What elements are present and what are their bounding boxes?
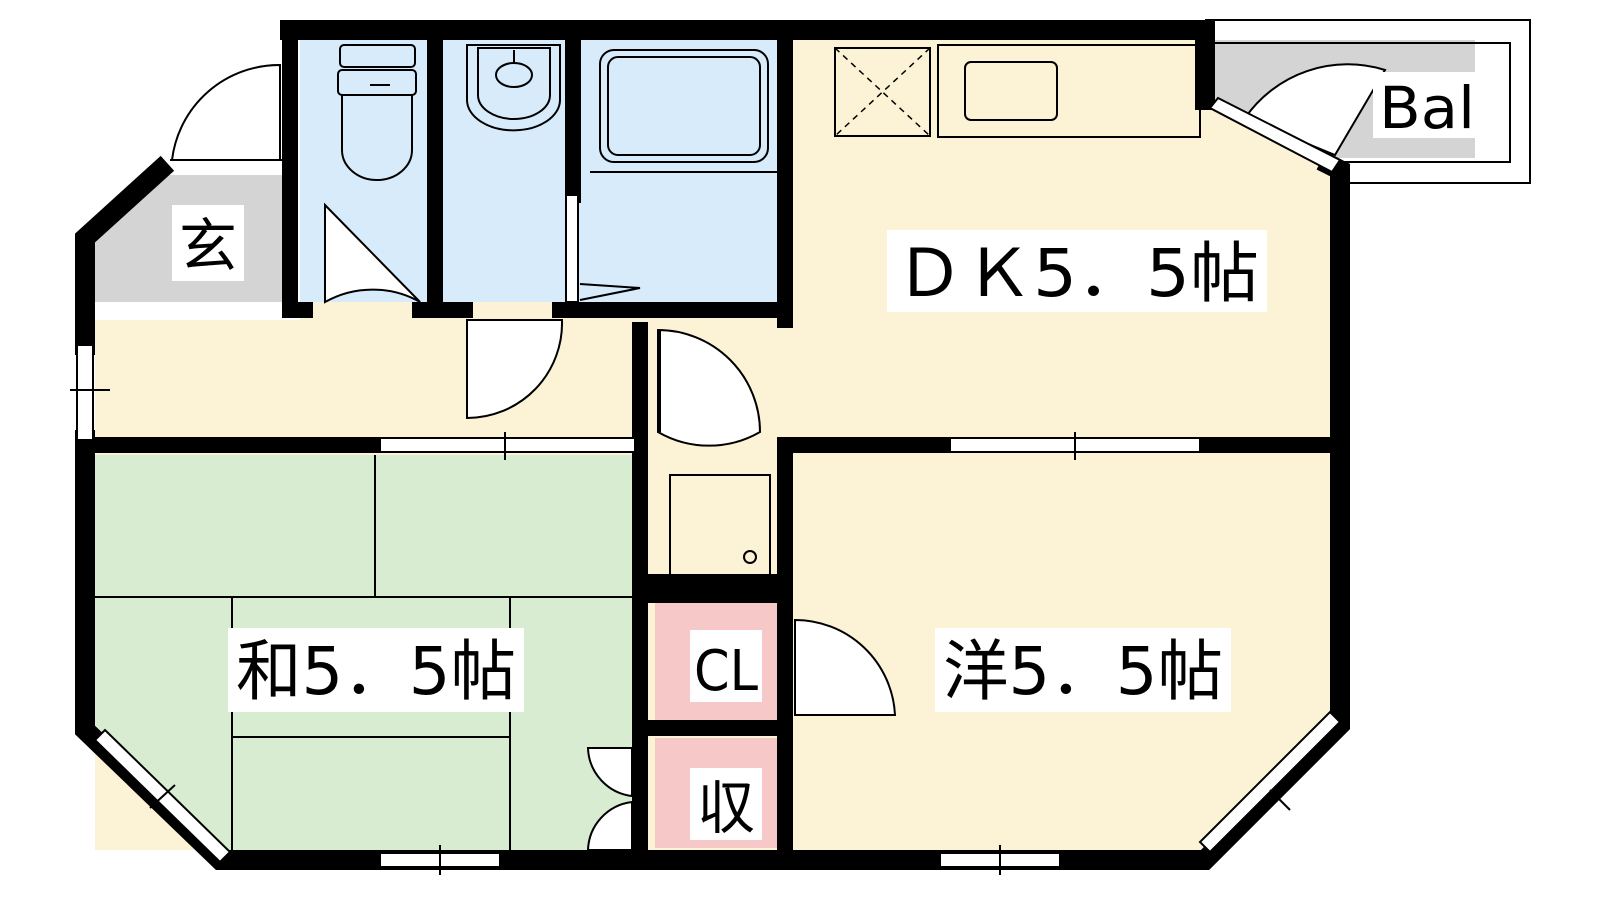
washing-machine-pan-icon <box>669 474 771 576</box>
bathtub-icon <box>590 49 780 173</box>
fixtures <box>337 44 1201 576</box>
washitsu-label: 和5．5帖 <box>236 633 516 710</box>
window-washitsu-top <box>379 437 636 453</box>
bath-door <box>565 194 579 303</box>
label-youshitsu: 洋5．5帖 <box>935 628 1231 712</box>
dk-door <box>657 328 762 447</box>
sink-icon <box>937 44 1201 138</box>
exterior-wall-east <box>75 151 1350 870</box>
balcony-rail <box>1205 19 1531 184</box>
interior-walls <box>87 22 1348 868</box>
doors <box>170 63 1387 851</box>
toilet-icon <box>337 44 417 181</box>
exterior-wall <box>280 20 1215 110</box>
closet-label: CL <box>694 639 758 704</box>
stove-icon <box>834 47 931 137</box>
label-closet: CL <box>690 630 762 704</box>
window-youshitsu-corner <box>1198 710 1342 854</box>
storage-label: 収 <box>697 774 755 842</box>
washbasin-icon <box>466 44 561 132</box>
balcony-inner-rail <box>1205 42 1511 163</box>
youshitsu-label: 洋5．5帖 <box>943 633 1223 710</box>
genkan-label: 玄 <box>179 212 237 280</box>
washroom-door <box>466 319 564 420</box>
label-dk: ＤＫ5．5帖 <box>887 230 1267 312</box>
toilet-door <box>324 202 421 304</box>
dk-label: ＤＫ5．5帖 <box>895 235 1259 312</box>
room-labels: 玄 ＤＫ5．5帖 Bal 和5．5帖 洋5．5帖 CL 収 <box>172 72 1481 842</box>
windows <box>70 344 1342 875</box>
window-corridor <box>76 344 94 441</box>
storage-door <box>586 747 633 798</box>
balcony-label: Bal <box>1379 74 1475 142</box>
label-balcony: Bal <box>1373 72 1481 142</box>
label-washitsu: 和5．5帖 <box>228 628 524 712</box>
label-storage: 収 <box>690 768 762 842</box>
label-genkan: 玄 <box>172 205 244 281</box>
floor-washroom <box>440 40 568 302</box>
exterior-wall-west-upper <box>75 155 175 355</box>
youshitsu-door <box>794 618 897 716</box>
entrance-door <box>170 63 281 161</box>
